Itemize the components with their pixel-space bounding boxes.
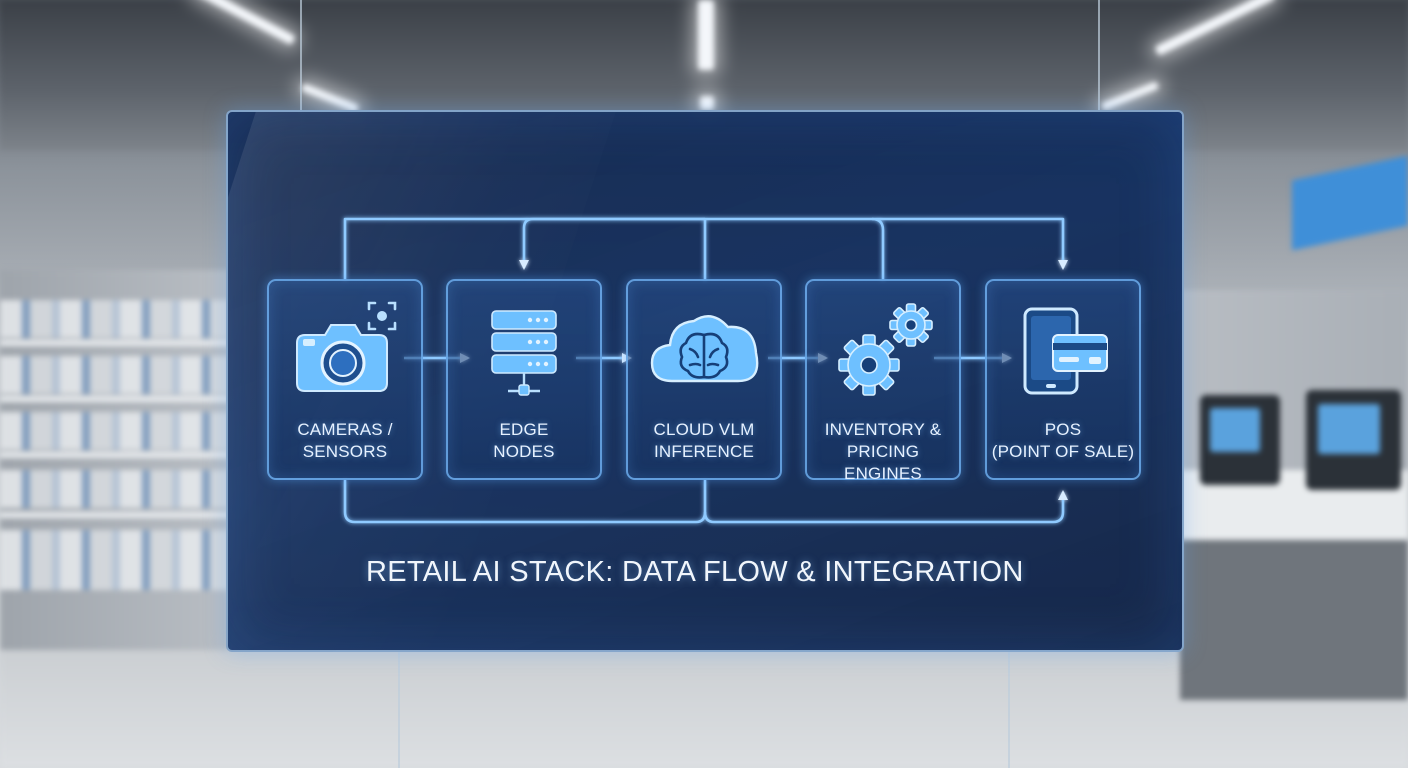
shelf-products (0, 300, 230, 338)
shelf-board (0, 512, 230, 518)
cloud-brain-icon (628, 299, 780, 409)
shelf-products (0, 412, 230, 450)
node-label-line1: CAMERAS / (297, 420, 393, 439)
bottom-bus-line (343, 480, 707, 524)
tablet-card-icon (987, 299, 1139, 409)
node-inventory-pricing-engines: INVENTORY & PRICING ENGINES (805, 279, 961, 483)
node-cameras-sensors: CAMERAS / SENSORS (267, 279, 423, 480)
node-edge-nodes: EDGE NODES (446, 279, 602, 480)
node-label: CLOUD VLM INFERENCE (628, 419, 780, 463)
shelf-products (0, 530, 230, 590)
node-label: INVENTORY & PRICING ENGINES (807, 419, 959, 485)
gears-icon (807, 299, 959, 409)
top-branch-inventory (871, 217, 885, 280)
node-pos: POS (POINT OF SALE) (985, 279, 1141, 480)
node-cloud-vlm-inference: CLOUD VLM INFERENCE (626, 279, 782, 480)
node-label-line1: INVENTORY & (824, 420, 942, 439)
node-label-line2: SENSORS (302, 442, 388, 461)
top-branch-edge (519, 217, 706, 270)
hanging-wire (300, 0, 302, 112)
node-label-line2: (POINT OF SALE) (991, 442, 1135, 461)
shelf-board (0, 452, 230, 458)
server-icon (448, 299, 600, 409)
diagram-title: RETAIL AI STACK: DATA FLOW & INTEGRATION (366, 556, 1024, 588)
shelf-board (0, 340, 230, 346)
hanging-wire (1008, 650, 1010, 768)
shelf-board (0, 396, 230, 402)
node-label-line1: POS (1044, 420, 1082, 439)
checkout-counter (1180, 470, 1408, 700)
camera-icon (269, 299, 421, 409)
ceiling-light (698, 0, 714, 70)
shelf-products (0, 470, 230, 508)
node-label-line1: EDGE (499, 420, 549, 439)
hanging-wire (1098, 0, 1100, 112)
node-label: EDGE NODES (448, 419, 600, 463)
pos-terminal-screen (1210, 408, 1260, 452)
node-label-line1: CLOUD VLM (653, 420, 755, 439)
ceiling-light (700, 96, 714, 110)
shelf-products (0, 356, 230, 394)
node-label-line2: INFERENCE (653, 442, 755, 461)
hanging-wire (398, 650, 400, 768)
node-label: CAMERAS / SENSORS (269, 419, 421, 463)
bottom-bus-to-pos (703, 490, 1068, 524)
node-label-line2: PRICING ENGINES (844, 442, 922, 483)
node-label: POS (POINT OF SALE) (987, 419, 1139, 463)
node-label-line2: NODES (493, 442, 555, 461)
pos-terminal-screen (1318, 404, 1380, 454)
